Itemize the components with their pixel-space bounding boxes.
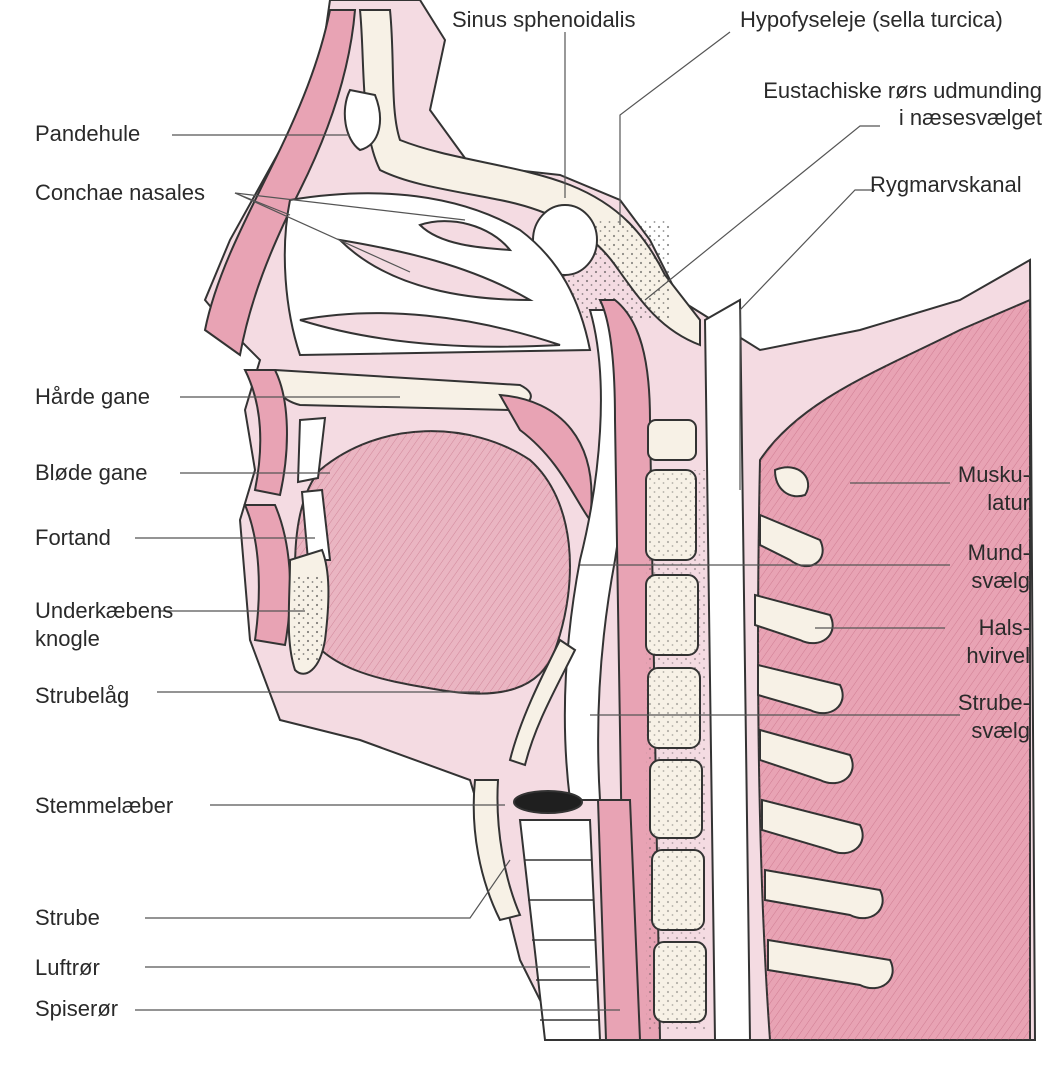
label-pandehule: Pandehule bbox=[35, 121, 140, 147]
label-halshvirvel-line2: hvirvel bbox=[966, 643, 1030, 669]
vertebral-column bbox=[646, 420, 706, 1030]
vocal-folds bbox=[514, 791, 582, 813]
label-strube: Strube bbox=[35, 905, 100, 931]
label-stemmelaeber: Stemmelæber bbox=[35, 793, 173, 819]
trachea bbox=[520, 820, 600, 1040]
label-strubesvaelg-line1: Strube- bbox=[958, 690, 1030, 716]
label-eustachiske-line2: i næsesvælget bbox=[899, 105, 1042, 131]
label-underkaebens-line1: Underkæbens bbox=[35, 598, 173, 624]
label-strubesvaelg-line2: svælg bbox=[971, 718, 1030, 744]
label-underkaebens-line2: knogle bbox=[35, 626, 100, 652]
label-bloede-gane: Bløde gane bbox=[35, 460, 148, 486]
label-hypofyseleje: Hypofyseleje (sella turcica) bbox=[740, 7, 1003, 33]
label-sinus-sphenoidalis: Sinus sphenoidalis bbox=[452, 7, 635, 33]
label-halshvirvel-line1: Hals- bbox=[979, 615, 1030, 641]
label-mundsvaelg-line2: svælg bbox=[971, 568, 1030, 594]
label-luftroer: Luftrør bbox=[35, 955, 100, 981]
label-strubelaag: Strubelåg bbox=[35, 683, 129, 709]
label-spiseroer: Spiserør bbox=[35, 996, 118, 1022]
label-mundsvaelg-line1: Mund- bbox=[968, 540, 1030, 566]
label-muskulatur-line2: latur bbox=[987, 490, 1030, 516]
label-fortand: Fortand bbox=[35, 525, 111, 551]
label-eustachiske-line1: Eustachiske rørs udmunding bbox=[763, 78, 1042, 104]
label-muskulatur-line1: Musku- bbox=[958, 462, 1030, 488]
label-conchae-nasales: Conchae nasales bbox=[35, 180, 205, 206]
tongue-muscle-fibres bbox=[295, 431, 570, 693]
label-haarde-gane: Hårde gane bbox=[35, 384, 150, 410]
mandible-texture bbox=[292, 575, 324, 660]
label-rygmarvskanal: Rygmarvskanal bbox=[870, 172, 1022, 198]
